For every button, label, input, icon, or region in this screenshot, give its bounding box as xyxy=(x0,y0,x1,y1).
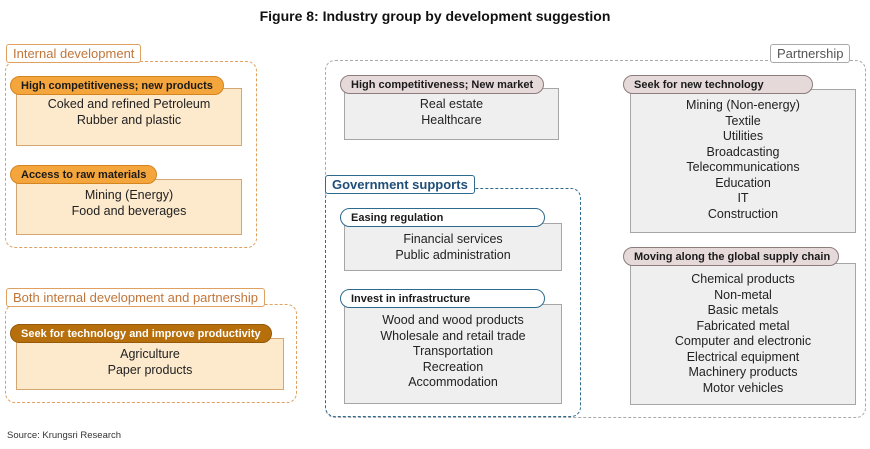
list-item: Utilities xyxy=(722,129,764,143)
list-item: Accommodation xyxy=(408,375,498,389)
list-item: Wholesale and retail trade xyxy=(380,328,526,343)
high-competitiveness-new-products-heading: High competitiveness; new products xyxy=(10,76,224,95)
list-item: Electrical equipment xyxy=(686,349,800,364)
seek-technology-productivity-heading: Seek for technology and improve producti… xyxy=(10,324,272,343)
easing-regulation-heading: Easing regulation xyxy=(340,208,545,227)
seek-new-technology-box: Mining (Non-energy) Textile Utilities Br… xyxy=(630,89,856,233)
list-item: Education xyxy=(715,175,771,190)
list-item: Motor vehicles xyxy=(702,380,784,395)
list-item: Non-metal xyxy=(714,287,772,302)
global-supply-chain-heading: Moving along the global supply chain xyxy=(623,247,839,266)
partnership-label: Partnership xyxy=(770,44,851,63)
list-item: Mining (Non-energy) xyxy=(686,98,800,112)
invest-infrastructure-box: Wood and wood products Wholesale and ret… xyxy=(344,304,562,404)
list-item: Recreation xyxy=(422,359,484,374)
list-item: Agriculture xyxy=(120,347,180,361)
government-supports-label: Government supports xyxy=(325,175,475,194)
source-note: Source: Krungsri Research xyxy=(7,430,122,441)
list-item: Real estate xyxy=(419,97,484,111)
list-item: Paper products xyxy=(107,362,193,377)
high-competitiveness-new-products-box: Coked and refined Petroleum Rubber and p… xyxy=(16,88,242,146)
global-supply-chain-box: Chemical products Non-metal Basic metals… xyxy=(630,263,856,405)
list-item: Healthcare xyxy=(421,112,482,127)
list-item: Wood and wood products xyxy=(382,313,524,327)
both-development-partnership-label: Both internal development and partnershi… xyxy=(6,288,265,307)
list-item: Coked and refined Petroleum xyxy=(47,97,211,111)
list-item: Transportation xyxy=(412,344,494,358)
access-raw-materials-box: Mining (Energy) Food and beverages xyxy=(16,179,242,235)
list-item: Fabricated metal xyxy=(696,318,790,333)
list-item: IT xyxy=(737,191,749,205)
access-raw-materials-heading: Access to raw materials xyxy=(10,165,158,184)
list-item: Machinery products xyxy=(688,365,798,379)
invest-infrastructure-heading: Invest in infrastructure xyxy=(340,289,545,308)
high-competitiveness-new-market-heading: High competitiveness; New market xyxy=(340,75,545,94)
list-item: Rubber and plastic xyxy=(76,112,182,127)
list-item: Chemical products xyxy=(691,272,795,286)
high-competitiveness-new-market-box: Real estate Healthcare xyxy=(344,88,559,140)
list-item: Textile xyxy=(725,113,761,128)
figure-title: Figure 8: Industry group by development … xyxy=(259,8,611,24)
list-item: Financial services xyxy=(403,232,503,246)
seek-technology-productivity-box: Agriculture Paper products xyxy=(16,338,284,390)
easing-regulation-box: Financial services Public administration xyxy=(344,223,562,271)
list-item: Computer and electronic xyxy=(674,334,812,348)
list-item: Broadcasting xyxy=(706,144,780,159)
list-item: Public administration xyxy=(395,247,511,262)
list-item: Basic metals xyxy=(707,303,779,317)
list-item: Construction xyxy=(707,206,779,221)
seek-new-technology-heading: Seek for new technology xyxy=(623,75,813,94)
list-item: Mining (Energy) xyxy=(84,188,174,202)
list-item: Telecommunications xyxy=(686,160,800,174)
internal-development-label: Internal development xyxy=(6,44,142,63)
list-item: Food and beverages xyxy=(71,203,187,218)
